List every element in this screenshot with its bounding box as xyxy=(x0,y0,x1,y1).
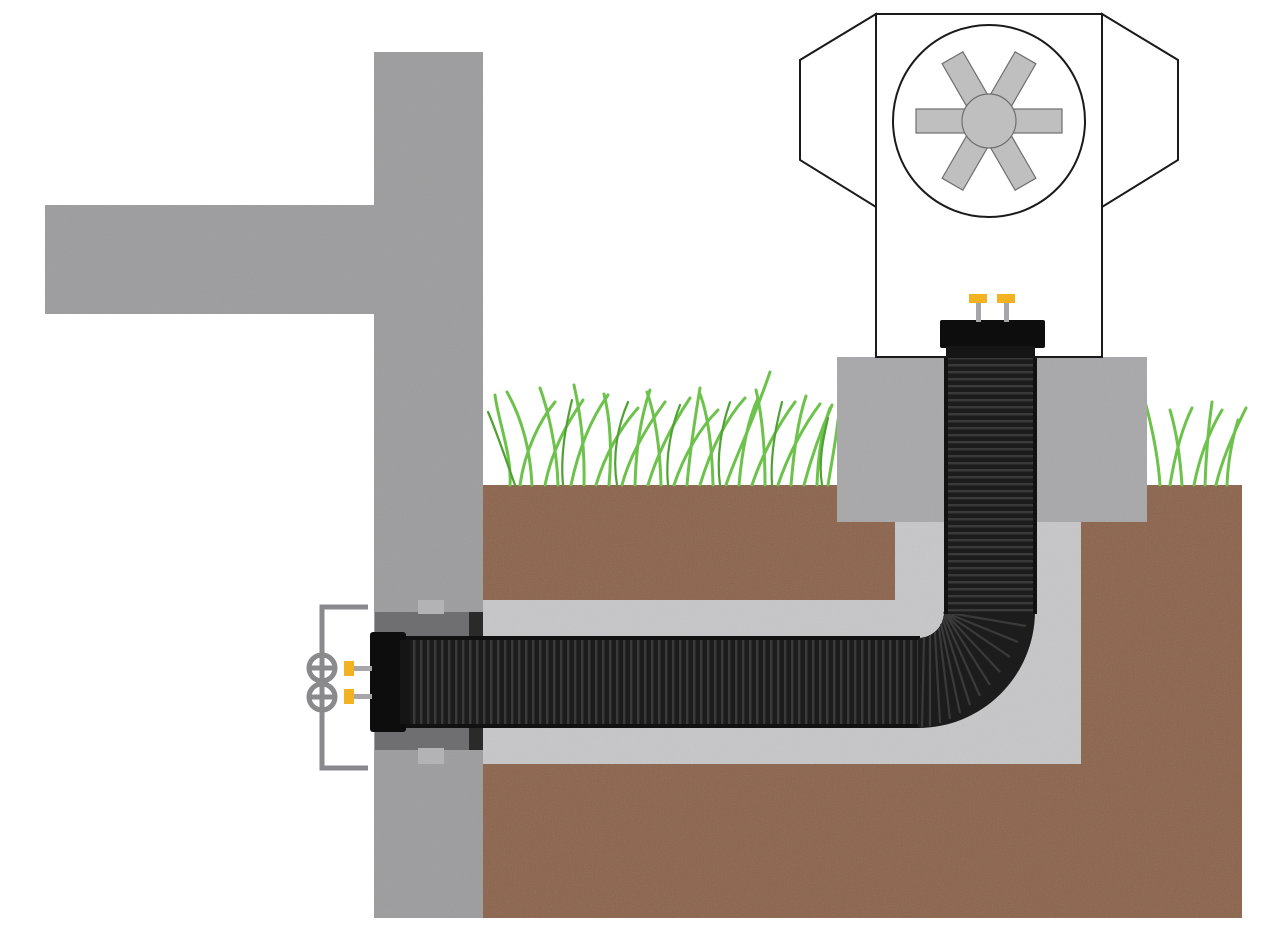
fan-hub xyxy=(961,93,1017,149)
grass-left xyxy=(493,370,840,487)
unit-right-wing xyxy=(1101,12,1179,209)
bolt-cap xyxy=(344,689,354,704)
sleeve-outer-ring-bottom xyxy=(469,722,483,750)
unit-seal-collar xyxy=(946,346,1035,358)
unit-left-wing xyxy=(799,12,877,209)
corrugated-duct xyxy=(400,357,1037,728)
floor-slab xyxy=(45,205,375,314)
duct-elbow-ribs xyxy=(920,610,1027,728)
unit-seal-fitting xyxy=(940,294,1045,358)
wall-seal-cap xyxy=(370,632,406,732)
bracket-frame xyxy=(319,604,368,771)
bolt-stem xyxy=(348,694,372,699)
bolt-cap xyxy=(969,294,987,303)
fan-icon xyxy=(892,24,1086,218)
duct-vertical-rim-right xyxy=(1033,357,1037,614)
sleeve-outer-ring-top xyxy=(469,612,483,640)
bolt-cap xyxy=(344,661,354,676)
wall-seal-fitting xyxy=(344,632,410,732)
duct-elbow xyxy=(918,610,1035,728)
duct-vertical-rim-left xyxy=(944,357,948,614)
unit-seal-bolts xyxy=(969,294,1015,322)
grass-left-back xyxy=(486,398,830,487)
mounting-bracket xyxy=(306,604,368,771)
grass-right xyxy=(1144,400,1248,487)
duct-horizontal-run xyxy=(400,638,920,726)
concrete-wall xyxy=(45,52,483,918)
duct-horizontal-rim-bottom xyxy=(400,724,920,728)
sleeve-top-tab xyxy=(418,600,444,614)
sleeve-bottom-tab xyxy=(418,748,444,764)
grass xyxy=(486,370,1248,487)
wall-seal-collar xyxy=(400,640,410,724)
bolt-stem xyxy=(1004,300,1009,322)
wall-vertical xyxy=(374,52,483,918)
unit-seal-cap xyxy=(940,320,1045,348)
duct-horizontal-rim-top xyxy=(400,636,920,640)
duct-vertical-run xyxy=(946,357,1035,614)
bolt-stem xyxy=(976,300,981,322)
bolt-cap xyxy=(997,294,1015,303)
wall-seal-bolts xyxy=(344,661,372,704)
bolt-stem xyxy=(348,666,372,671)
outdoor-unit xyxy=(799,12,1179,358)
